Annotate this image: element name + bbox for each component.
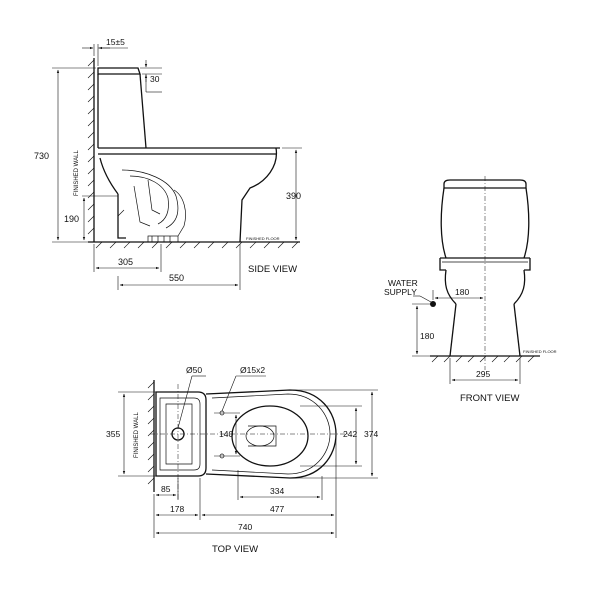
top-tank-length-label: 178 — [170, 504, 184, 514]
side-view-title: SIDE VIEW — [248, 264, 297, 275]
side-dim-seat-height — [282, 147, 302, 241]
side-total-height-label: 730 — [34, 151, 49, 161]
top-button-dia-label: Ø50 — [186, 365, 202, 375]
front-supply-label-2: SUPPLY — [384, 287, 417, 297]
top-bowl-width-label: 242 — [343, 429, 357, 439]
top-total-length-label: 740 — [238, 522, 252, 532]
side-outlet-height-label: 190 — [64, 214, 79, 224]
top-dim-tank-depth — [118, 391, 156, 477]
top-tank-depth-label: 355 — [106, 429, 120, 439]
front-floor-label: FINISHED FLOOR — [523, 349, 557, 354]
top-dim-button-offset — [155, 478, 179, 500]
top-dim-bowl-length — [237, 470, 323, 500]
top-dim-front-length — [201, 436, 337, 538]
side-dim-lid — [140, 60, 162, 93]
side-top-offset-label: 15±5 — [106, 37, 125, 47]
top-wall-label: FINISHED WALL — [134, 412, 140, 458]
front-dim-supply-height — [412, 303, 432, 357]
top-view: FINISHED WALL Ø50 — [106, 365, 378, 555]
side-outlet-distance-label: 305 — [118, 257, 133, 267]
top-dim-tank-length — [153, 478, 201, 538]
side-wall — [87, 58, 95, 242]
top-dim-bowl-width — [300, 405, 362, 467]
front-base-width-label: 295 — [476, 369, 490, 379]
front-supply-label-1: WATER — [388, 278, 418, 288]
side-toilet-body — [97, 67, 280, 243]
side-dim-outlet-height — [82, 195, 118, 241]
front-view-title: FRONT VIEW — [460, 393, 519, 404]
side-view: 730 190 FINISHED WALL 390 15±5 — [34, 37, 302, 290]
top-toilet-body — [150, 384, 348, 500]
front-floor — [430, 355, 540, 363]
front-toilet-body — [439, 176, 531, 370]
top-front-length-label: 477 — [270, 504, 284, 514]
side-depth-label: 550 — [169, 273, 184, 283]
front-view: WATER SUPPLY 180 180 295 FINISHED FLOOR … — [384, 176, 557, 404]
front-dim-base-width — [449, 358, 521, 384]
top-button-offset-label: 85 — [161, 484, 171, 494]
top-dim-total-width — [292, 389, 378, 479]
side-dim-total-height — [52, 67, 96, 243]
top-hole-spacing-label: 140 — [219, 429, 233, 439]
front-water-supply — [413, 295, 436, 307]
front-dim-supply-offset — [432, 290, 484, 300]
top-bowl-length-label: 334 — [270, 486, 284, 496]
top-dim-holes-dia — [221, 375, 266, 412]
top-wall — [147, 380, 155, 492]
top-dim-button-dia — [177, 375, 206, 429]
front-supply-height-label: 180 — [420, 331, 434, 341]
side-dim-outlet-distance — [93, 244, 162, 272]
side-lid-label: 30 — [150, 74, 160, 84]
side-floor — [88, 241, 300, 249]
top-total-width-label: 374 — [364, 429, 378, 439]
top-dim-hole-spacing — [214, 412, 240, 457]
side-floor-label: FINISHED FLOOR — [246, 236, 280, 241]
top-holes-dia-label: Ø15x2 — [240, 365, 265, 375]
top-view-title: TOP VIEW — [212, 544, 258, 555]
side-wall-label: FINISHED WALL — [74, 150, 80, 196]
side-seat-height-label: 390 — [286, 191, 301, 201]
side-dim-depth — [117, 244, 241, 290]
front-supply-offset-label: 180 — [455, 287, 469, 297]
side-dim-top-offset — [82, 44, 128, 66]
